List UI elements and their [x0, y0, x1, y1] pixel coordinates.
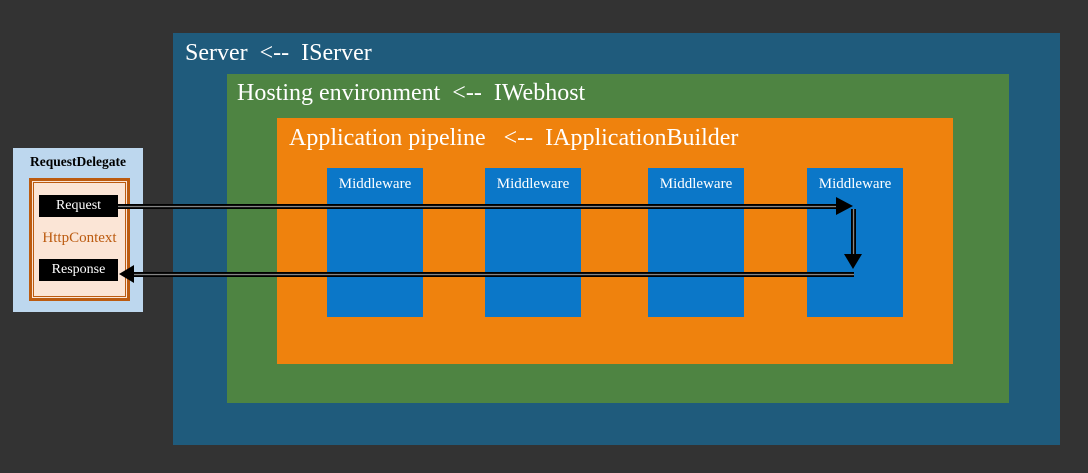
hosting-environment-title: Hosting environment <-- IWebhost: [237, 80, 586, 106]
arrow-down-icon: [844, 254, 862, 269]
hosting-environment-box: Hosting environment <-- IWebhost Applica…: [227, 74, 1009, 403]
response-chip: Response: [39, 259, 118, 281]
request-chip: Request: [39, 195, 118, 217]
request-arrow-line: [118, 204, 837, 209]
request-delegate-panel: RequestDelegate Request HttpContext Resp…: [13, 148, 143, 312]
middleware-internal-arrow-line: [851, 209, 856, 256]
http-context-box: Request HttpContext Response: [29, 178, 130, 301]
middleware-label: Middleware: [496, 176, 570, 192]
http-context-label: HttpContext: [42, 230, 117, 246]
server-box: Server <-- IServer Hosting environment <…: [173, 33, 1060, 445]
request-delegate-title: RequestDelegate: [30, 154, 126, 169]
response-arrow-line: [133, 272, 854, 277]
arrow-left-icon: [119, 265, 134, 283]
middleware-box-2: Middleware: [485, 168, 581, 317]
middleware-label: Middleware: [338, 176, 412, 192]
application-pipeline-title: Application pipeline <-- IApplicationBui…: [289, 125, 739, 151]
middleware-label: Middleware: [818, 176, 892, 192]
middleware-box-1: Middleware: [327, 168, 423, 317]
server-title: Server <-- IServer: [185, 40, 372, 66]
middleware-label: Middleware: [659, 176, 733, 192]
middleware-box-3: Middleware: [648, 168, 744, 317]
arrow-right-icon: [836, 197, 853, 215]
